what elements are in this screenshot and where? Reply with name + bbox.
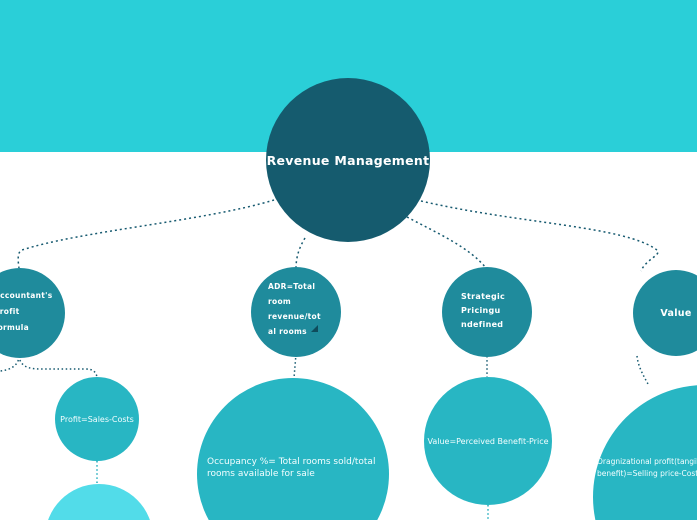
node-organizational-profit-formula[interactable]: Oragnizational profit(tangible benefit)=… — [593, 385, 697, 520]
node-occupancy-formula-label: Occupancy %= Total rooms sold/total room… — [207, 457, 376, 479]
node-organizational-profit-formula-label: Oragnizational profit(tangible benefit)=… — [597, 457, 697, 478]
connector-adr-occupancy — [293, 353, 297, 379]
node-revenue-management-label: Revenue Management — [266, 152, 430, 168]
connector-value-orgprofit — [636, 355, 649, 385]
node-adr-formula[interactable]: ADR=Total room revenue/tot al rooms — [251, 267, 341, 357]
node-value[interactable]: Value — [633, 270, 697, 356]
node-strategic-pricing-label: Strategic Pricingu ndefined — [461, 292, 506, 329]
node-accountants-profit-formula-label: Accountant's Profit formula — [0, 291, 53, 332]
connector-accountant-left — [0, 355, 20, 372]
node-value-label: Value — [660, 307, 692, 319]
connector-root-value — [420, 200, 659, 272]
node-occupancy-formula[interactable]: Occupancy %= Total rooms sold/total room… — [197, 378, 389, 520]
node-revenue-management[interactable]: Revenue Management — [266, 78, 430, 242]
connector-root-adr — [295, 237, 306, 270]
node-leaf-unlabeled[interactable] — [45, 484, 153, 520]
connector-accountant-profit — [18, 355, 98, 378]
connector-root-strategic — [406, 216, 487, 269]
node-perceived-value-formula[interactable]: Value=Perceived Benefit-Price — [424, 377, 552, 505]
node-accountants-profit-formula[interactable]: Accountant's Profit formula — [0, 268, 65, 358]
node-profit-sales-costs-label: Profit=Sales-Costs — [60, 414, 134, 424]
node-profit-sales-costs[interactable]: Profit=Sales-Costs — [55, 377, 139, 461]
node-strategic-pricing[interactable]: Strategic Pricingu ndefined — [442, 267, 532, 357]
connector-root-accountant — [17, 199, 275, 269]
node-perceived-value-formula-label: Value=Perceived Benefit-Price — [427, 436, 549, 446]
expand-arrow-icon[interactable] — [311, 325, 318, 332]
node-adr-formula-label: ADR=Total room revenue/tot al rooms — [268, 282, 321, 336]
